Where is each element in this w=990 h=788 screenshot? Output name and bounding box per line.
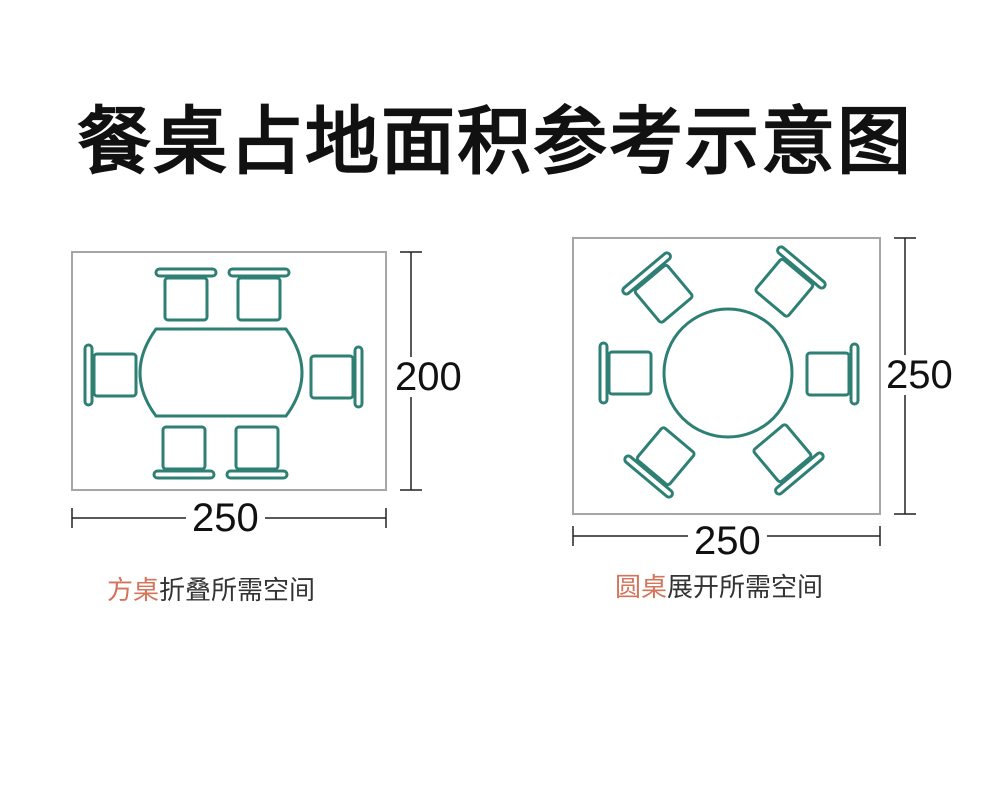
left-chair-left [83, 343, 138, 407]
right-caption-text: 展开所需空间 [667, 573, 824, 603]
right-width-label: 250 [688, 521, 767, 561]
right-caption-highlight: 圆桌 [615, 573, 668, 603]
round-table [662, 307, 794, 439]
right-height-label: 250 [884, 353, 955, 397]
left-caption-highlight: 方桌 [107, 576, 160, 606]
left-chair-top-2 [227, 267, 291, 322]
right-chair-top-right [746, 244, 829, 325]
left-width-label: 250 [186, 498, 265, 538]
right-plan [572, 237, 916, 546]
page-title: 餐桌占地面积参考示意图 [77, 99, 913, 185]
right-chair-left [598, 341, 653, 405]
left-chair-right [309, 345, 364, 409]
right-chair-bottom-left [621, 419, 704, 500]
left-chair-top-1 [154, 267, 218, 322]
left-table [138, 327, 304, 418]
left-caption-text: 折叠所需空间 [159, 576, 316, 606]
left-chair-bottom-1 [152, 425, 216, 480]
right-caption: 圆桌展开所需空间 [615, 573, 823, 603]
left-caption: 方桌折叠所需空间 [107, 576, 315, 606]
right-chair-right [805, 342, 860, 406]
left-plan [71, 251, 422, 528]
left-chair-bottom-2 [225, 425, 289, 480]
left-height-label: 200 [393, 355, 464, 399]
right-plan-frame [572, 237, 881, 515]
right-chair-top-left [619, 250, 702, 331]
left-plan-frame [71, 251, 387, 491]
